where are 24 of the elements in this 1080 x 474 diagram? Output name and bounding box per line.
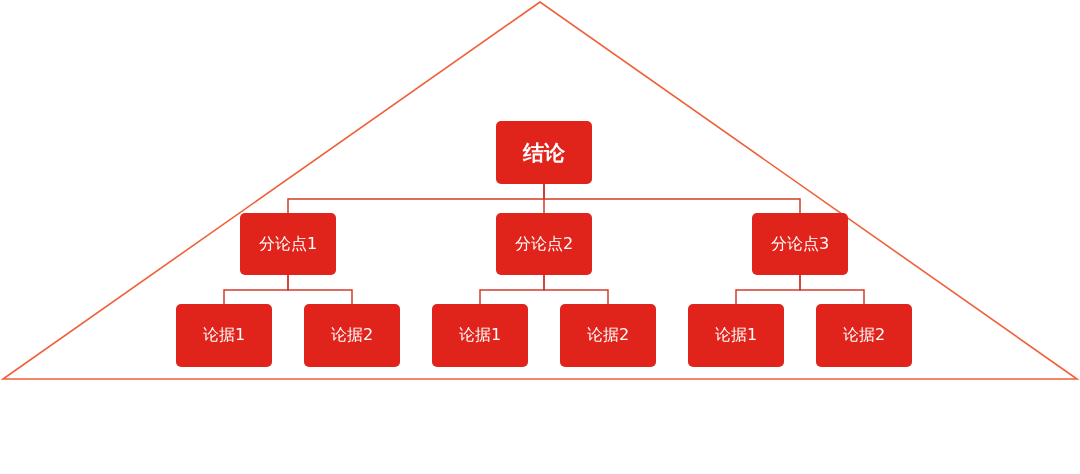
evidence-box bbox=[176, 304, 272, 367]
box-label: 分论点3 bbox=[770, 233, 830, 255]
connector-line bbox=[543, 274, 609, 305]
box-label: 论据2 bbox=[842, 325, 886, 346]
evidence-box bbox=[688, 304, 784, 367]
evidence-box bbox=[304, 304, 400, 367]
connector-line bbox=[543, 183, 801, 214]
connector-line bbox=[799, 274, 865, 305]
box-label: 结论 bbox=[523, 139, 565, 167]
sub-point-box bbox=[752, 213, 848, 275]
evidence-box bbox=[560, 304, 656, 367]
box-label: 分论点2 bbox=[514, 233, 574, 255]
box-label: 论据1 bbox=[202, 325, 246, 346]
box-label: 论据1 bbox=[714, 325, 758, 346]
connector-line bbox=[287, 274, 353, 305]
box-label: 论据1 bbox=[458, 325, 502, 346]
conclusion-box bbox=[496, 121, 592, 184]
box-label: 论据2 bbox=[330, 325, 374, 346]
evidence-box bbox=[816, 304, 912, 367]
sub-point-box bbox=[240, 213, 336, 275]
box-label: 论据2 bbox=[586, 325, 630, 346]
sub-point-box bbox=[496, 213, 592, 275]
box-label: 分论点1 bbox=[258, 233, 318, 255]
evidence-box bbox=[432, 304, 528, 367]
